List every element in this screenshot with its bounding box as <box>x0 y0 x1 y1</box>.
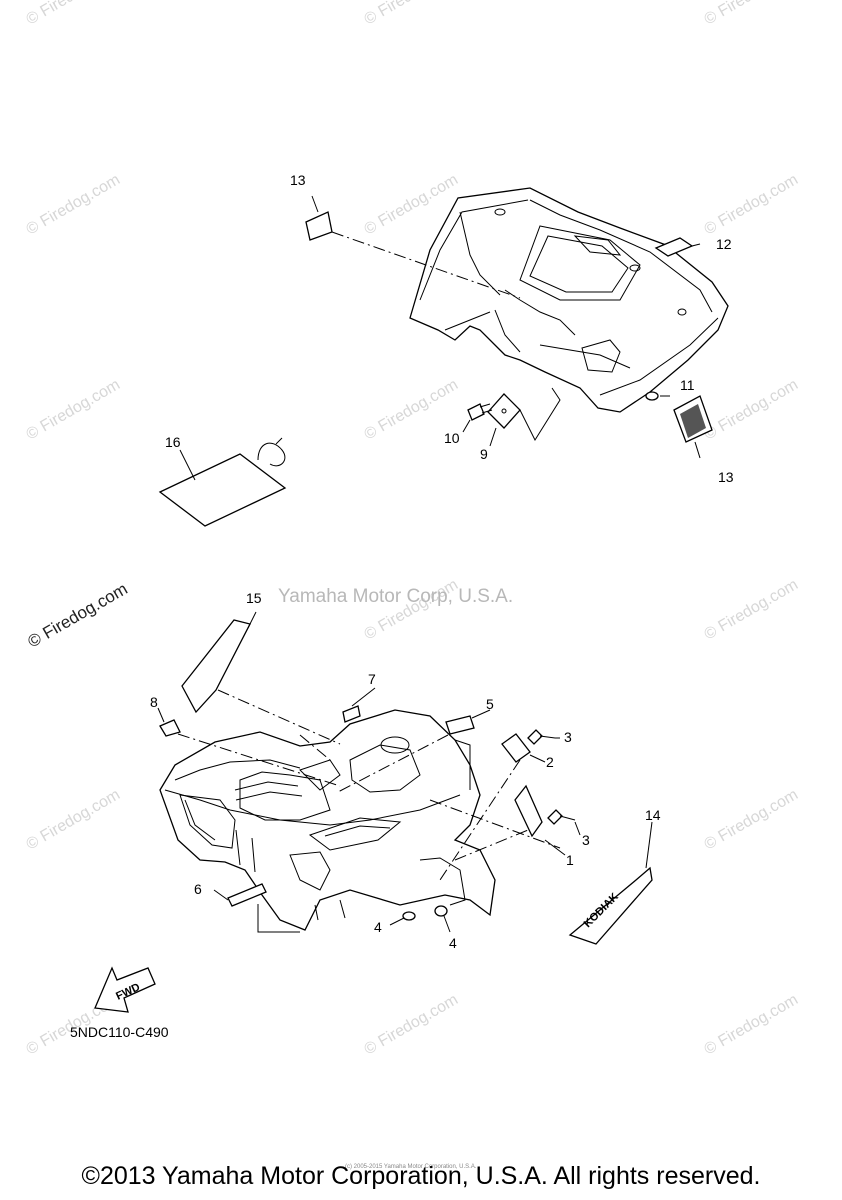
watermark: © Firedog.com <box>362 991 462 1058</box>
callout-5: 5 <box>486 696 494 712</box>
part-8-cap <box>159 719 181 737</box>
part-11-nut <box>645 391 659 401</box>
part-9-plate <box>487 393 521 429</box>
part-14-kodiak-decal: KODIAK <box>568 866 653 945</box>
watermark: © Firedog.com <box>702 991 802 1058</box>
part-5-decal <box>445 715 475 735</box>
part-16-owners-manual <box>158 437 287 527</box>
watermark: © Firedog.com <box>24 0 124 28</box>
watermark: © Firedog.com <box>702 376 802 443</box>
watermark: © Firedog.com <box>362 0 462 28</box>
callout-13-top: 13 <box>290 172 306 188</box>
part-2-plate <box>501 733 531 763</box>
tiny-copyright: (c) 2005-2015 Yamaha Motor Corporation, … <box>345 1164 477 1170</box>
part-6-decal <box>227 883 267 907</box>
copyright-footer: ©2013 Yamaha Motor Corporation, U.S.A. A… <box>81 1162 761 1190</box>
callout-4-right: 4 <box>449 935 457 951</box>
callout-3-lower: 3 <box>582 832 590 848</box>
callout-2: 2 <box>546 754 554 770</box>
corp-watermark: Yamaha Motor Corp, U.S.A. <box>278 586 514 607</box>
callout-14: 14 <box>645 807 661 823</box>
callout-15: 15 <box>246 590 262 606</box>
callout-9: 9 <box>480 446 488 462</box>
part-4-grommet-right <box>434 905 448 917</box>
watermark: © Firedog.com <box>702 786 802 853</box>
rear-fender <box>409 187 729 413</box>
part-13-decal-side <box>673 395 713 443</box>
callout-4-left: 4 <box>374 919 382 935</box>
figure-code: 5NDC110-C490 <box>70 1024 169 1040</box>
callout-16: 16 <box>165 434 181 450</box>
part-13-decal-top <box>305 211 333 241</box>
watermark: © Firedog.com <box>702 0 802 28</box>
callout-1: 1 <box>566 852 574 868</box>
callout-6: 6 <box>194 881 202 897</box>
watermark: © Firedog.com <box>24 786 124 853</box>
callout-12: 12 <box>716 236 732 252</box>
callout-13-side: 13 <box>718 469 734 485</box>
callout-10: 10 <box>444 430 460 446</box>
part-4-grommet-left <box>402 911 416 921</box>
part-1-bracket <box>514 784 543 838</box>
part-3-bolt-lower <box>547 809 576 825</box>
callout-7: 7 <box>368 671 376 687</box>
callout-3-upper: 3 <box>564 729 572 745</box>
watermark: © Firedog.com <box>702 171 802 238</box>
callout-8: 8 <box>150 694 158 710</box>
watermark: © Firedog.com <box>24 376 124 443</box>
part-3-bolt-upper <box>527 729 556 745</box>
callout-11: 11 <box>680 377 695 393</box>
front-fender <box>159 709 496 931</box>
part-15-decal <box>181 619 251 714</box>
part-10-bolt <box>467 403 493 421</box>
watermark: © Firedog.com <box>702 576 802 643</box>
watermark: © Firedog.com <box>24 171 124 238</box>
part-7-decal <box>342 705 361 723</box>
watermark-dark: © Firedog.com <box>25 579 131 651</box>
fwd-arrow-icon: FWD <box>94 966 156 1013</box>
